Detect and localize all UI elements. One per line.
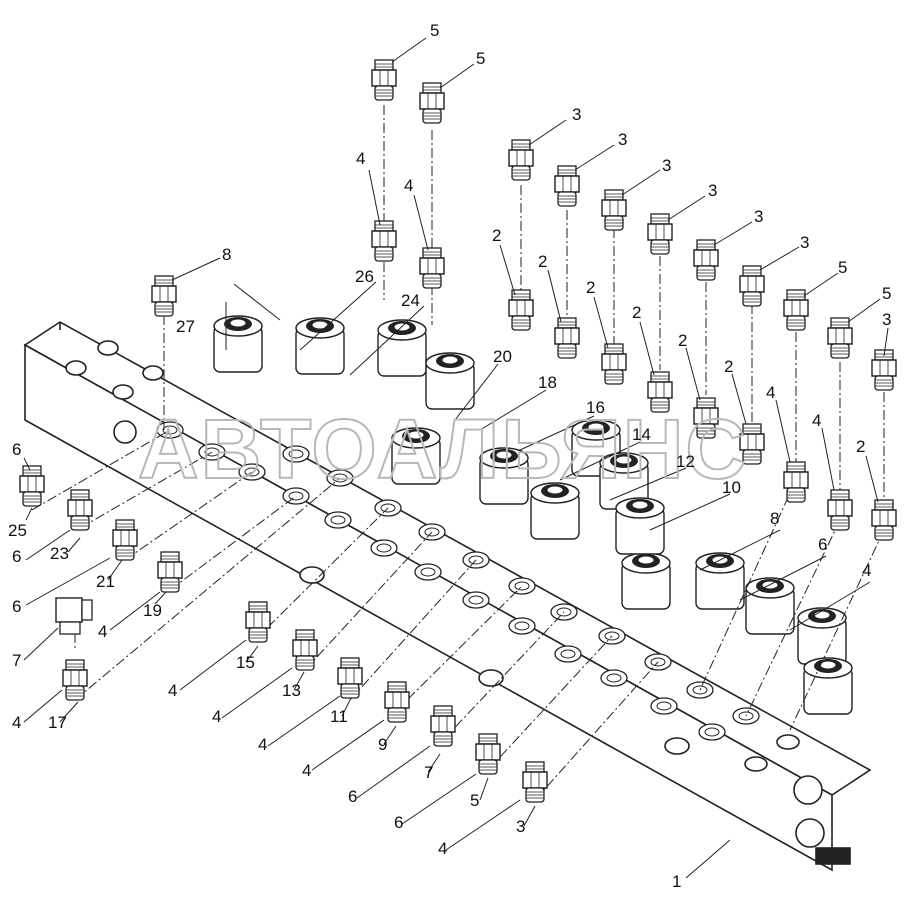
callout-2: 2	[856, 437, 865, 456]
callout-27: 27	[176, 317, 195, 336]
callout-13: 13	[282, 681, 301, 700]
callout-25: 25	[8, 521, 27, 540]
callout-19: 19	[143, 601, 162, 620]
callout-18: 18	[538, 373, 557, 392]
callout-1: 1	[672, 872, 681, 891]
callout-6: 6	[394, 813, 403, 832]
callout-9: 9	[378, 735, 387, 754]
callout-2: 2	[724, 357, 733, 376]
callout-3: 3	[662, 156, 671, 175]
callout-labels: 1 5 5 3 3 3 3 3 3 5 5 3 8 4 4 2 2 2 2 2 …	[8, 21, 891, 891]
callout-4: 4	[356, 149, 365, 168]
callout-2: 2	[538, 252, 547, 271]
callout-2: 2	[492, 226, 501, 245]
callout-20: 20	[493, 347, 512, 366]
callout-11: 11	[330, 707, 348, 726]
callout-8: 8	[770, 509, 779, 528]
leader-lines	[23, 37, 889, 879]
callout-4: 4	[438, 839, 447, 858]
callout-23: 23	[50, 544, 69, 563]
callout-3: 3	[754, 207, 763, 226]
callout-24: 24	[401, 291, 420, 310]
callout-4: 4	[766, 383, 775, 402]
callout-6: 6	[12, 440, 21, 459]
watermark-text: АВТОАЛЬЯНС	[138, 402, 748, 496]
callout-2: 2	[586, 278, 595, 297]
callout-5: 5	[476, 49, 485, 68]
callout-4: 4	[812, 411, 821, 430]
manifold-block	[23, 321, 872, 872]
callout-5: 5	[882, 284, 891, 303]
callout-4: 4	[258, 735, 267, 754]
callout-4: 4	[12, 713, 21, 732]
callout-2: 2	[678, 331, 687, 350]
callout-3: 3	[882, 310, 891, 329]
callout-6: 6	[348, 787, 357, 806]
callout-5: 5	[470, 791, 479, 810]
callout-2: 2	[632, 303, 641, 322]
callout-7: 7	[12, 651, 21, 670]
fittings	[19, 59, 897, 803]
callout-8: 8	[222, 245, 231, 264]
callout-3: 3	[800, 233, 809, 252]
callout-4: 4	[862, 561, 871, 580]
callout-4: 4	[302, 761, 311, 780]
callout-6: 6	[12, 597, 21, 616]
callout-15: 15	[236, 653, 255, 672]
callout-26: 26	[355, 267, 374, 286]
callout-3: 3	[618, 130, 627, 149]
callout-7: 7	[424, 763, 433, 782]
callout-3: 3	[572, 105, 581, 124]
callout-17: 17	[48, 713, 67, 732]
callout-3: 3	[516, 817, 525, 836]
callout-5: 5	[430, 21, 439, 40]
callout-12: 12	[676, 452, 695, 471]
callout-10: 10	[722, 478, 741, 497]
callout-16: 16	[586, 398, 605, 417]
callout-4: 4	[212, 707, 221, 726]
callout-21: 21	[96, 572, 115, 591]
callout-4: 4	[98, 622, 107, 641]
callout-5: 5	[838, 258, 847, 277]
callout-4: 4	[168, 681, 177, 700]
callout-3: 3	[708, 181, 717, 200]
callout-6: 6	[12, 547, 21, 566]
callout-14: 14	[632, 425, 651, 444]
callout-4: 4	[404, 176, 413, 195]
callout-6: 6	[818, 535, 827, 554]
